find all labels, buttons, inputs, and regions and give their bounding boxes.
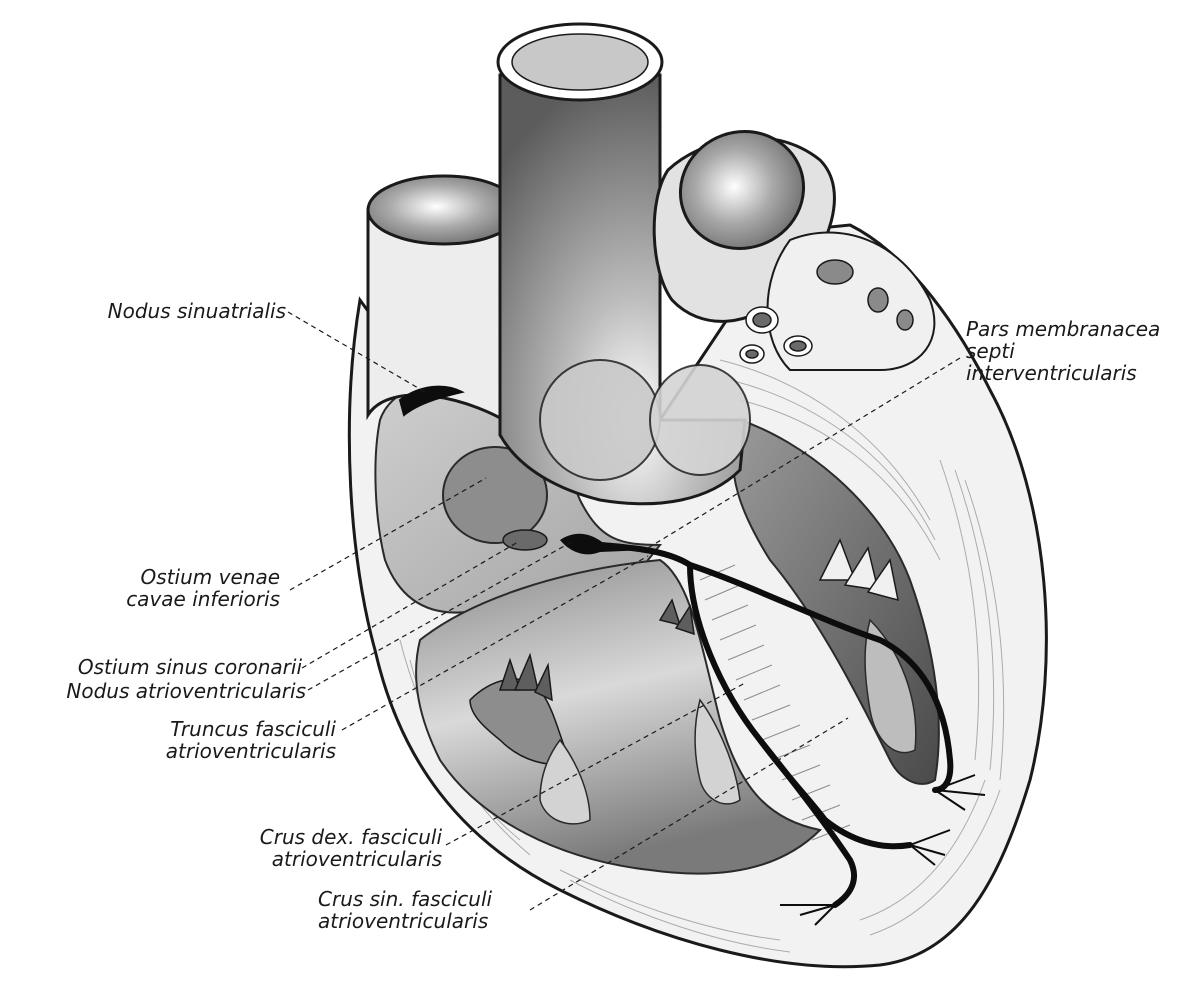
label-ostium-sinus-coronarii: Ostium sinus coronarii (20, 656, 302, 678)
label-text: Nodus atrioventricularis (20, 680, 306, 702)
label-line-2: septi (966, 340, 1180, 362)
aortic-bulb-right (650, 365, 750, 475)
label-text: Ostium sinus coronarii (20, 656, 302, 678)
superior-vena-cava-opening (368, 176, 520, 244)
label-line-2: atrioventricularis (318, 910, 548, 932)
label-truncus-fasciculi: Truncus fasciculi atrioventricularis (100, 718, 336, 762)
label-nodus-atrioventricularis: Nodus atrioventricularis (20, 680, 306, 702)
ostium-sinus-coronarii (503, 530, 547, 550)
label-line-1: Crus sin. fasciculi (318, 888, 548, 910)
label-line-3: interventricularis (966, 362, 1180, 384)
label-crus-sin: Crus sin. fasciculi atrioventricularis (318, 888, 548, 932)
label-line-1: Truncus fasciculi (100, 718, 336, 740)
label-nodus-sinuatrialis: Nodus sinuatrialis (60, 300, 286, 322)
label-line-2: cavae inferioris (60, 588, 280, 610)
label-line-1: Crus dex. fasciculi (200, 826, 442, 848)
aortic-bulb-left (540, 360, 660, 480)
label-line-1: Ostium venae (60, 566, 280, 588)
label-ostium-venae-cavae-inferioris: Ostium venae cavae inferioris (60, 566, 280, 610)
label-text: Nodus sinuatrialis (60, 300, 286, 322)
label-line-2: atrioventricularis (200, 848, 442, 870)
label-pars-membranacea: Pars membranacea septi interventriculari… (966, 318, 1180, 384)
label-line-1: Pars membranacea (966, 318, 1180, 340)
label-crus-dex: Crus dex. fasciculi atrioventricularis (200, 826, 442, 870)
label-line-2: atrioventricularis (100, 740, 336, 762)
